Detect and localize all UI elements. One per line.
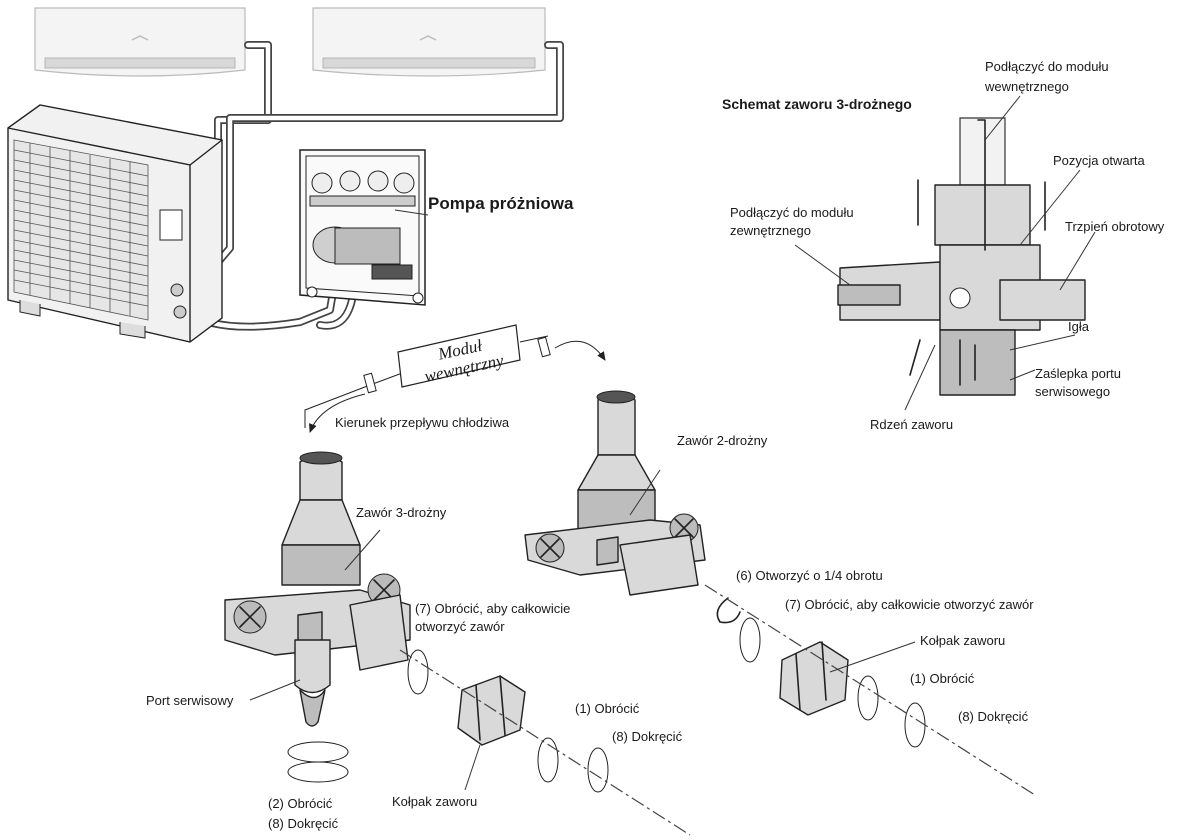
label-three-way-step1: (1) Obrócić	[575, 701, 640, 716]
label-valve-core: Rdzeń zaworu	[870, 417, 954, 432]
vacuum-pump	[299, 149, 429, 306]
label-rotating-stem: Trzpień obrotowy	[1065, 219, 1165, 234]
label-three-way-cap: Kołpak zaworu	[392, 794, 478, 809]
label-three-way-step8-port: (8) Dokręcić	[268, 816, 339, 831]
three-way-arrows	[249, 529, 691, 836]
label-three-way-step8: (8) Dokręcić	[612, 729, 683, 744]
label-service-port-cap-2: serwisowego	[1035, 384, 1111, 399]
indoor-unit-left	[34, 7, 246, 77]
label-connect-indoor-2: wewnętrznego	[985, 79, 1069, 94]
label-three-way-step7-1: (7) Obrócić, aby całkowicie	[415, 601, 571, 616]
two-way-cap	[779, 641, 849, 716]
label-two-way-step6: (6) Otworzyć o 1/4 obrotu	[736, 568, 883, 583]
three-way-valve	[224, 451, 411, 727]
label-flow-direction: Kierunek przepływu chłodziwa	[335, 415, 510, 430]
label-two-way-step8: (8) Dokręcić	[958, 709, 1029, 724]
label-two-way-cap: Kołpak zaworu	[920, 633, 1006, 648]
two-way-arrows	[629, 469, 1036, 796]
outdoor-unit	[7, 104, 223, 343]
label-two-way-step7: (7) Obrócić, aby całkowicie otworzyć zaw…	[785, 597, 1034, 612]
label-open-position: Pozycja otwarta	[1053, 153, 1145, 168]
two-way-valve	[524, 390, 706, 596]
label-needle: Igła	[1068, 319, 1089, 334]
schematic-title: Schemat zaworu 3-drożnego	[722, 96, 912, 112]
label-two-way-step1: (1) Obrócić	[910, 671, 975, 686]
indoor-unit-right	[312, 7, 546, 77]
three-way-valve-schematic	[837, 117, 1086, 396]
label-service-port-cap-1: Zaślepka portu	[1035, 366, 1121, 381]
flow-path	[304, 324, 606, 433]
label-vacuum-pump: Pompa próżniowa	[428, 194, 574, 213]
three-way-cap	[457, 675, 526, 746]
label-connect-outdoor-1: Podłączyć do modułu	[730, 205, 854, 220]
label-three-way-step7-2: otworzyć zawór	[415, 619, 505, 634]
label-connect-outdoor-2: zewnętrznego	[730, 223, 811, 238]
label-connect-indoor-1: Podłączyć do modułu	[985, 59, 1109, 74]
label-three-way-step2: (2) Obrócić	[268, 796, 333, 811]
schematic-leaders	[794, 95, 1096, 411]
label-three-way-valve: Zawór 3-drożny	[356, 505, 447, 520]
label-two-way-valve: Zawór 2-drożny	[677, 433, 768, 448]
label-service-port: Port serwisowy	[146, 693, 234, 708]
